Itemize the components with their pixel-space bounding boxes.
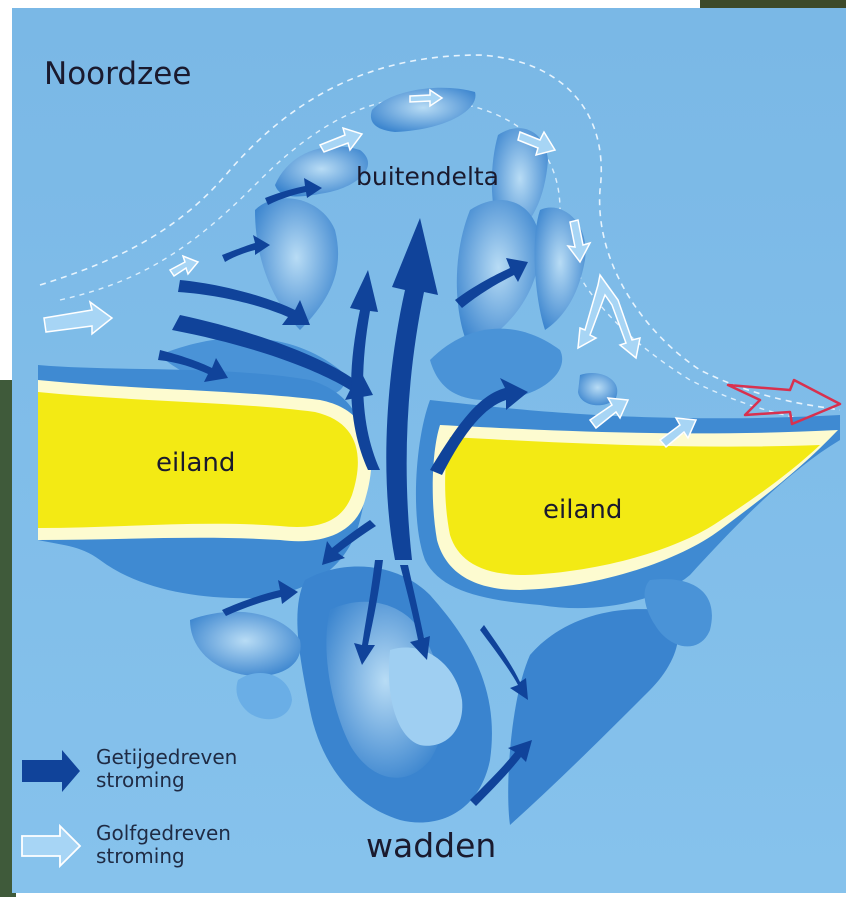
tidal-flats-label: wadden bbox=[366, 826, 496, 865]
photo-edge-top-right bbox=[700, 0, 846, 8]
legend-tide-line1: Getijgedreven bbox=[96, 746, 237, 769]
legend-tide-driven: Getijgedreven stroming bbox=[96, 746, 237, 792]
outer-delta-label: buitendelta bbox=[356, 162, 499, 191]
legend-wave-line2: stroming bbox=[96, 845, 231, 868]
island-left-label: eiland bbox=[156, 448, 235, 478]
legend-wave-line1: Golfgedreven bbox=[96, 822, 231, 845]
sea-name-label: Noordzee bbox=[44, 56, 191, 92]
island-right-label: eiland bbox=[543, 495, 622, 525]
legend-wave-driven: Golfgedreven stroming bbox=[96, 822, 231, 868]
legend-tide-line2: stroming bbox=[96, 769, 237, 792]
